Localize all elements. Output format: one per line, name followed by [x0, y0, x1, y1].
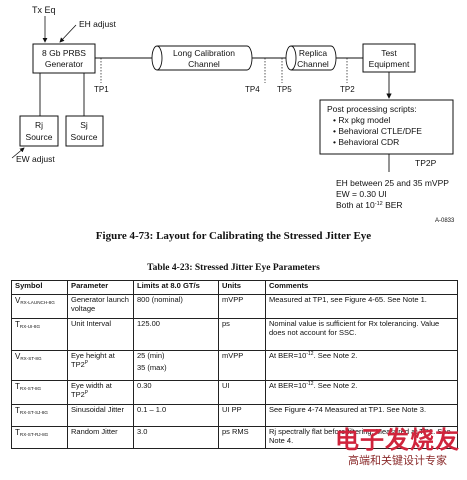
comments-cell: See Figure 4-74 Measured at TP1. See Not… [265, 404, 458, 427]
symbol-cell: TRX-UI-8G [11, 318, 68, 351]
table-row: TRX-UI-8G Unit Interval 125.00 ps Nomina… [11, 318, 458, 351]
stressed-jitter-parameters-table: Symbol Parameter Limits at 8.0 GT/s Unit… [11, 280, 458, 449]
parameter-cell: Unit Interval [67, 318, 134, 351]
replica-channel-line-2: Channel [297, 59, 329, 69]
tp2p-label: TP2P [415, 158, 437, 168]
limits-cell: 25 (min)35 (max) [133, 350, 219, 381]
parameter-cell: Eye height at TP2P [67, 350, 134, 381]
table-row: TRX-ST-RJ-8G Random Jitter 3.0 ps RMS Rj… [11, 426, 458, 449]
comments-cell: Rj spectrally flat before filtering. Mea… [265, 426, 458, 449]
table-row: TRX-ST-SJ-8G Sinusoidal Jitter 0.1 – 1.0… [11, 404, 458, 427]
test-equipment-line-2: Equipment [369, 59, 410, 69]
limits-cell: 125.00 [133, 318, 219, 351]
units-cell: UI [218, 380, 266, 405]
post-processing-item-2: • Behavioral CTLE/DFE [333, 126, 422, 136]
long-channel-line-1: Long Calibration [173, 48, 235, 58]
sj-source-box [65, 115, 104, 147]
symbol-cell: TRX-ST-8G [11, 380, 68, 405]
tp5-label: TP5 [277, 85, 292, 94]
symbol-cell: VRX-ST-8G [11, 350, 68, 381]
comments-cell: Measured at TP1, see Figure 4-65. See No… [265, 294, 458, 319]
post-processing-item-3: • Behavioral CDR [333, 137, 399, 147]
tp4-label: TP4 [245, 85, 260, 94]
limits-cell: 800 (nominal) [133, 294, 219, 319]
header-units: Units [218, 280, 266, 295]
eh-note: EH between 25 and 35 mVPP [336, 178, 449, 188]
long-channel-line-2: Channel [188, 59, 220, 69]
header-comments: Comments [265, 280, 458, 295]
ew-note: EW = 0.30 UI [336, 189, 387, 199]
ew-adjust-label: EW adjust [16, 154, 55, 164]
watermark-subtitle: 高端和关键设计专家 [348, 455, 447, 467]
parameter-cell: Eye width at TP2P [67, 380, 134, 405]
parameter-cell: Generator launch voltage [67, 294, 134, 319]
comments-cell: Nominal value is sufficient for Rx toler… [265, 318, 458, 351]
symbol-cell: VRX-LAUNCH-8G [11, 294, 68, 319]
comments-cell: At BER=10-12. See Note 2. [265, 350, 458, 381]
header-limits: Limits at 8.0 GT/s [133, 280, 219, 295]
tx-eq-label: Tx Eq [32, 5, 56, 15]
units-cell: mVPP [218, 294, 266, 319]
table-row: VRX-ST-8G Eye height at TP2P 25 (min)35 … [11, 350, 458, 381]
replica-channel-line-1: Replica [299, 48, 328, 58]
tp1-label: TP1 [94, 85, 109, 94]
generator-line-1: 8 Gb PRBS [42, 48, 86, 58]
rj-source-line-2: Source [26, 132, 53, 142]
figure-number: A-0833 [435, 218, 455, 224]
units-cell: ps RMS [218, 426, 266, 449]
header-parameter: Parameter [67, 280, 134, 295]
parameter-cell: Random Jitter [67, 426, 134, 449]
prbs-generator-box [32, 43, 96, 74]
ber-note: Both at 10-12 BER [336, 200, 403, 210]
limits-cell: 3.0 [133, 426, 219, 449]
sj-source-line-1: Sj [80, 120, 88, 130]
table-row: TRX-ST-8G Eye width at TP2P 0.30 UI At B… [11, 380, 458, 405]
tp2-label: TP2 [340, 85, 355, 94]
table-header-row: Symbol Parameter Limits at 8.0 GT/s Unit… [11, 280, 458, 295]
symbol-cell: TRX-ST-SJ-8G [11, 404, 68, 427]
replica-channel [285, 45, 337, 71]
eh-adjust-label: EH adjust [79, 19, 116, 29]
post-processing-title: Post processing scripts: [327, 104, 417, 114]
table-caption: Table 4-23: Stressed Jitter Eye Paramete… [147, 263, 320, 273]
units-cell: ps [218, 318, 266, 351]
sj-source-line-2: Source [71, 132, 98, 142]
parameter-cell: Sinusoidal Jitter [67, 404, 134, 427]
generator-line-2: Generator [45, 59, 83, 69]
table-row: VRX-LAUNCH-8G Generator launch voltage 8… [11, 294, 458, 319]
rj-source-box [19, 115, 59, 147]
header-symbol: Symbol [11, 280, 68, 295]
figure-caption: Figure 4-73: Layout for Calibrating the … [95, 230, 372, 242]
limits-cell: 0.30 [133, 380, 219, 405]
rj-source-line-1: Rj [35, 120, 43, 130]
units-cell: UI PP [218, 404, 266, 427]
units-cell: mVPP [218, 350, 266, 381]
comments-cell: At BER=10-12. See Note 2. [265, 380, 458, 405]
limits-cell: 0.1 – 1.0 [133, 404, 219, 427]
test-equipment-box [362, 43, 416, 73]
post-processing-box [319, 99, 454, 155]
test-equipment-line-1: Test [381, 48, 397, 58]
calibration-layout-diagram: Tx Eq EH adjust 8 Gb PRBS Generator Long… [11, 5, 455, 224]
symbol-cell: TRX-ST-RJ-8G [11, 426, 68, 449]
post-processing-item-1: • Rx pkg model [333, 115, 390, 125]
